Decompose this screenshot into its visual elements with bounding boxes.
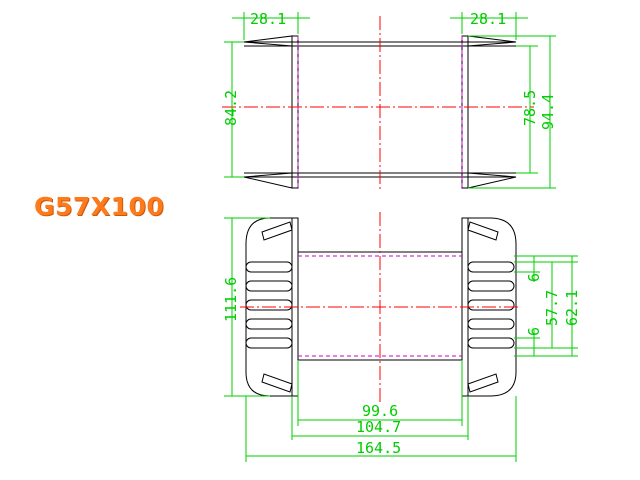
corner-slot xyxy=(467,373,499,393)
dim-top-right-width: 28.1 xyxy=(470,10,506,28)
dim-bottom-gap-bottom: 6 xyxy=(525,327,543,336)
dim-top-left-width: 28.1 xyxy=(250,10,286,28)
bottom-view-centerlines xyxy=(240,212,520,404)
right-fin xyxy=(467,299,515,311)
top-view-centerlines xyxy=(222,16,534,192)
left-fin xyxy=(245,318,293,330)
corner-slot xyxy=(261,373,293,393)
right-fin xyxy=(467,337,515,349)
dim-bottom-fin-span: 57.7 xyxy=(543,290,561,326)
dim-bottom-overall-width: 164.5 xyxy=(356,439,401,457)
corner-slot xyxy=(261,221,293,241)
left-bottom-wedge xyxy=(243,172,293,189)
left-flange-outline xyxy=(245,217,292,397)
left-fin xyxy=(245,337,293,349)
left-top-wedge xyxy=(243,35,293,47)
right-fin xyxy=(467,261,515,273)
right-fin xyxy=(467,318,515,330)
left-fin xyxy=(245,299,293,311)
bottom-view-hidden xyxy=(298,255,462,357)
bottom-view-dimensions xyxy=(224,217,578,462)
left-fin xyxy=(245,261,293,273)
dim-bottom-fin-outer: 62.1 xyxy=(563,290,581,326)
right-flange-outline xyxy=(468,217,517,397)
dim-bottom-mid-width: 104.7 xyxy=(356,418,401,436)
dim-bottom-inner-width: 99.6 xyxy=(362,402,398,420)
dim-bottom-height: 111.6 xyxy=(222,277,240,322)
dim-top-outer-height: 94.4 xyxy=(539,94,557,130)
model-label: G57X100 xyxy=(34,192,165,221)
dim-top-mid-height: 78.5 xyxy=(521,90,539,126)
top-view-dimensions xyxy=(224,12,556,189)
right-bottom-wedge xyxy=(467,172,517,189)
right-post xyxy=(461,35,469,189)
corner-slot xyxy=(467,221,499,241)
dim-bottom-gap-top: 6 xyxy=(525,273,543,282)
top-view-hidden xyxy=(297,36,463,188)
left-post xyxy=(291,35,299,189)
left-fin xyxy=(245,280,293,292)
dim-top-inner-height: 84.2 xyxy=(222,90,240,126)
right-fin xyxy=(467,280,515,292)
right-top-wedge xyxy=(467,35,517,47)
